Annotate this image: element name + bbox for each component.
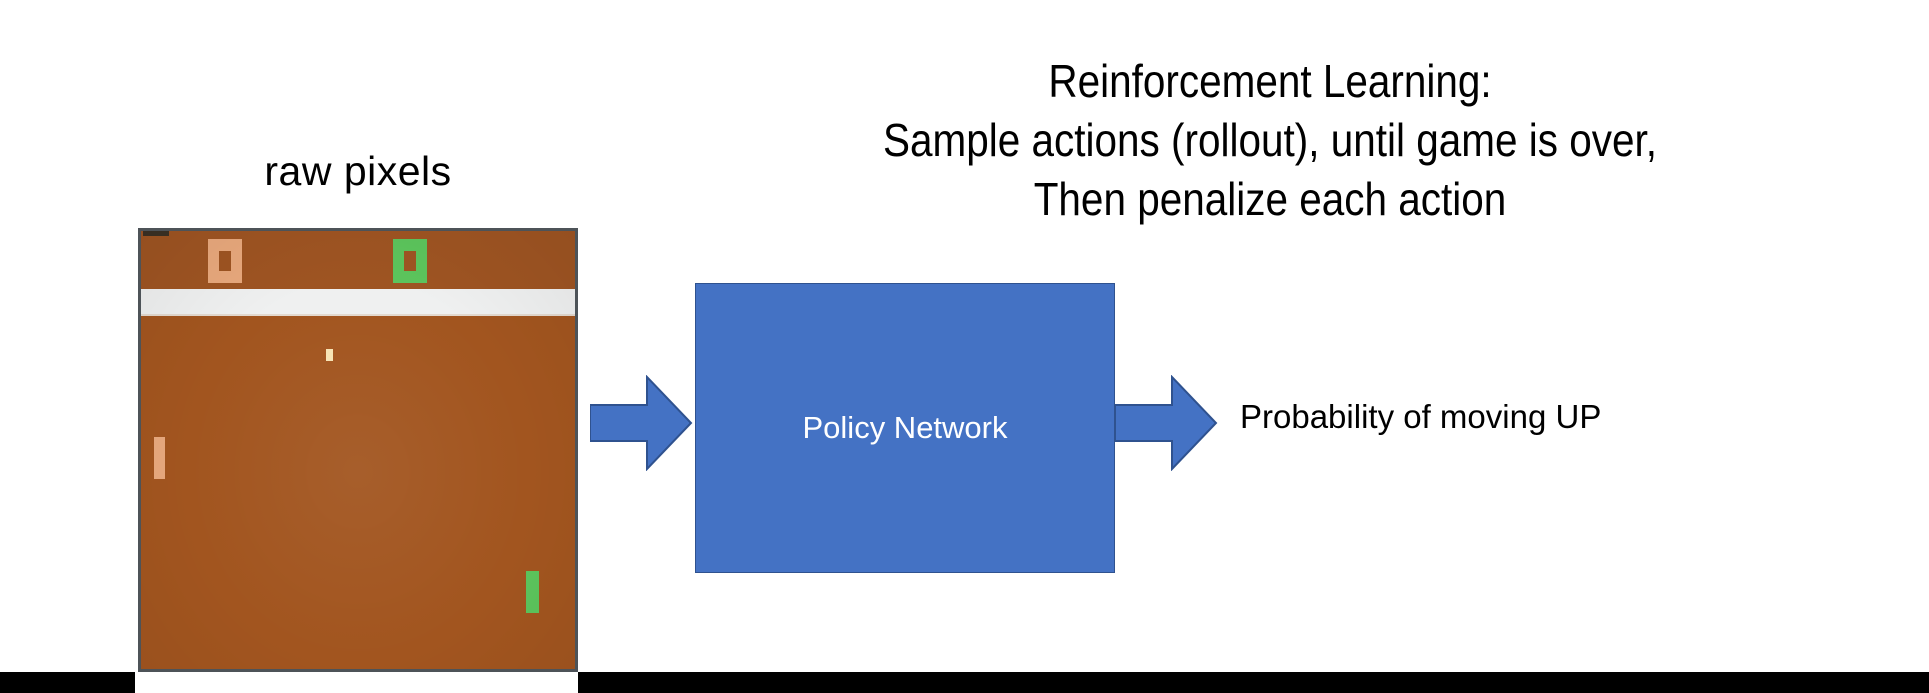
right-arrow-icon [590,375,693,471]
output-probability-label: Probability of moving UP [1240,398,1602,435]
right-arrow-icon-input [590,375,693,471]
policy-network-label: Policy Network [802,410,1008,445]
raw-pixels-caption: raw pixels [264,148,452,194]
heading-line-3: Then penalize each action [1033,173,1507,225]
game-screenshot [138,228,578,672]
game-scorebar [141,231,575,289]
game-ball [326,349,333,361]
score-left-digit [208,239,242,283]
game-top-notch [143,231,169,236]
right-arrow-icon-output [1115,375,1218,471]
heading-line-1: Reinforcement Learning: [1048,55,1492,107]
policy-network-box[interactable]: Policy Network [695,283,1115,573]
slide-heading: Reinforcement Learning: Sample actions (… [821,52,1719,229]
footer-bar-left [0,672,135,693]
game-divider-bar [141,289,575,316]
right-arrow-icon [1115,375,1218,471]
paddle-left [154,437,165,479]
heading-line-2: Sample actions (rollout), until game is … [883,114,1657,166]
paddle-right [526,571,539,613]
footer-bar-right [578,672,1929,693]
score-right-digit [393,239,427,283]
